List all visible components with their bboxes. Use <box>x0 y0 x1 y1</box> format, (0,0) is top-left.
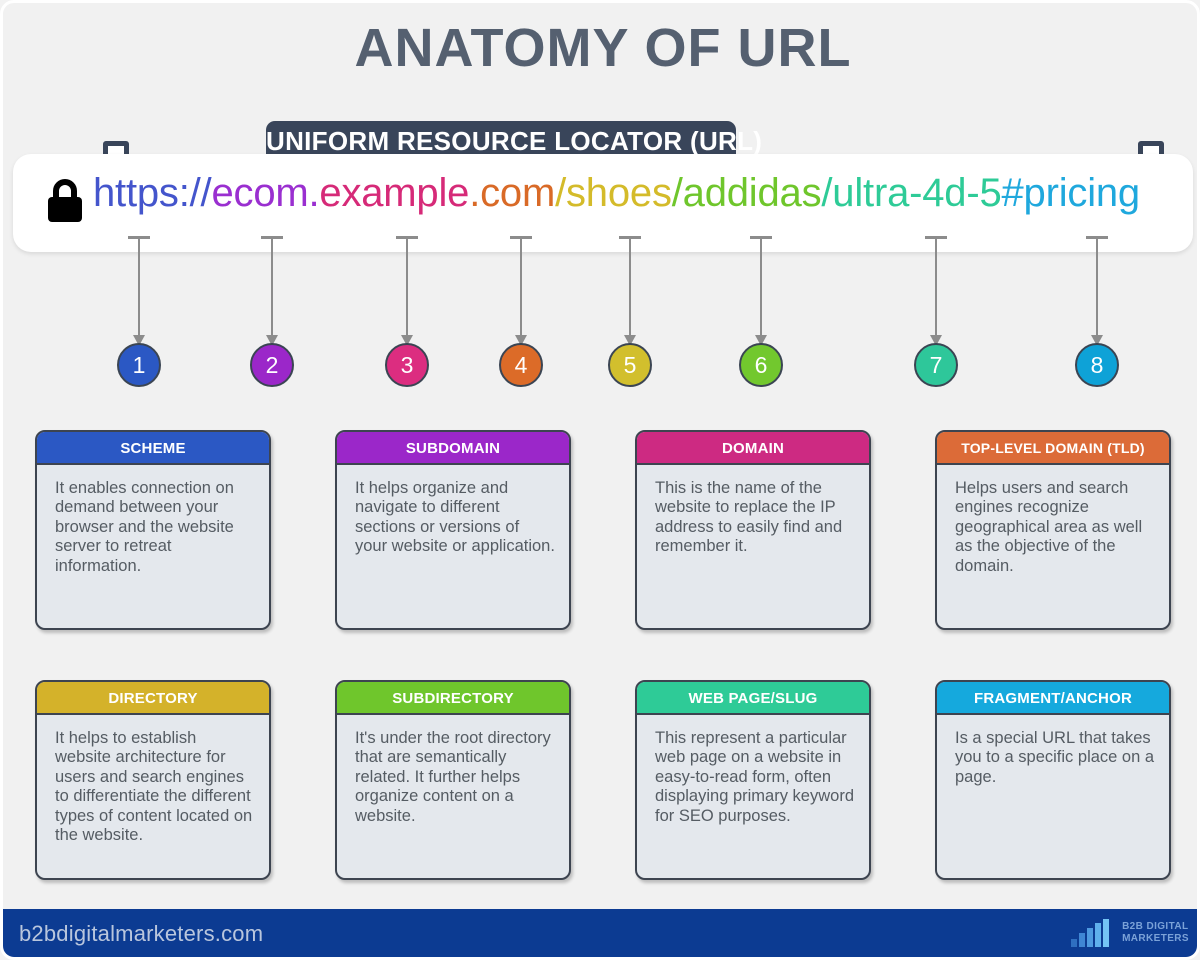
footer-bar: b2bdigitalmarketers.com B2B DIGITAL MARK… <box>3 909 1197 957</box>
card-domain[interactable]: DOMAIN This is the name of the website to… <box>635 430 871 630</box>
card-body: It's under the root directory that are s… <box>355 729 551 825</box>
card-directory[interactable]: DIRECTORY It helps to establish website a… <box>35 680 271 880</box>
card-body: Helps users and search engines recognize… <box>955 479 1143 575</box>
number-marker-7[interactable]: 7 <box>914 343 958 387</box>
connector-arrowhead-1 <box>133 335 145 346</box>
number-marker-6[interactable]: 6 <box>739 343 783 387</box>
number-marker-1[interactable]: 1 <box>117 343 161 387</box>
card-body: It enables connection on demand between … <box>55 479 234 575</box>
connector-arrowhead-8 <box>1091 335 1103 346</box>
card-body: This represent a particular web page on … <box>655 729 854 825</box>
footer-website-text: b2bdigitalmarketers.com <box>19 921 264 946</box>
brand-logo-line2: MARKETERS <box>1122 933 1189 944</box>
number-marker-2[interactable]: 2 <box>250 343 294 387</box>
number-marker-3[interactable]: 3 <box>385 343 429 387</box>
page-title: ANATOMY OF URL <box>354 18 852 78</box>
card-title: WEB PAGE/SLUG <box>637 682 869 715</box>
padlock-icon <box>48 179 82 222</box>
connector-line-2 <box>271 236 273 335</box>
url-bar-section: UNIFORM RESOURCE LOCATOR (URL) https://e… <box>13 121 1193 252</box>
connector-line-4 <box>520 236 522 335</box>
connector-line-8 <box>1096 236 1098 335</box>
card-title: DIRECTORY <box>37 682 269 715</box>
card-title: SCHEME <box>37 432 269 465</box>
card-title: DOMAIN <box>637 432 869 465</box>
card-scheme[interactable]: SCHEME It enables connection on demand be… <box>35 430 271 630</box>
url-text[interactable]: https://ecom.example.com/shoes/addidas/u… <box>93 171 1140 216</box>
bar-chart-logo-icon <box>1071 919 1110 947</box>
url-segment-4: /shoes <box>555 171 672 215</box>
connector-arrowhead-3 <box>401 335 413 346</box>
url-segment-2: example <box>319 171 470 215</box>
card-body: Is a special URL that takes you to a spe… <box>955 729 1155 786</box>
card-title: SUBDIRECTORY <box>337 682 569 715</box>
card-subdomain[interactable]: SUBDOMAIN It helps organize and navigate … <box>335 430 571 630</box>
connector-line-5 <box>629 236 631 335</box>
url-segment-0: https:// <box>93 171 212 215</box>
card-subdirectory[interactable]: SUBDIRECTORY It's under the root director… <box>335 680 571 880</box>
connector-line-3 <box>406 236 408 335</box>
connector-arrowhead-4 <box>515 335 527 346</box>
card-title: SUBDOMAIN <box>337 432 569 465</box>
card-body: It helps to establish website architectu… <box>55 729 253 845</box>
url-segment-7: #pricing <box>1001 171 1141 215</box>
connector-line-1 <box>138 236 140 335</box>
card-body: It helps organize and navigate to differ… <box>355 479 555 556</box>
connector-arrowhead-5 <box>624 335 636 346</box>
url-segment-1: ecom. <box>211 171 320 215</box>
connector-arrowhead-7 <box>930 335 942 346</box>
connector-arrowhead-6 <box>755 335 767 346</box>
connector-line-7 <box>935 236 937 335</box>
number-marker-8[interactable]: 8 <box>1075 343 1119 387</box>
card-web-page-slug[interactable]: WEB PAGE/SLUG This represent a particular… <box>635 680 871 880</box>
connector-arrowhead-2 <box>266 335 278 346</box>
brand-logo: B2B DIGITAL MARKETERS <box>1071 917 1189 949</box>
card-title: TOP-LEVEL DOMAIN (TLD) <box>937 432 1169 465</box>
card-title: FRAGMENT/ANCHOR <box>937 682 1169 715</box>
brand-logo-text: B2B DIGITAL MARKETERS <box>1122 921 1189 945</box>
number-marker-5[interactable]: 5 <box>608 343 652 387</box>
url-segment-3: .com <box>469 171 556 215</box>
url-card: https://ecom.example.com/shoes/addidas/u… <box>13 154 1193 252</box>
url-segment-5: /addidas <box>671 171 822 215</box>
card-top-level-domain-tld[interactable]: TOP-LEVEL DOMAIN (TLD) Helps users and se… <box>935 430 1171 630</box>
url-segment-6: /ultra-4d-5 <box>821 171 1002 215</box>
number-marker-4[interactable]: 4 <box>499 343 543 387</box>
brand-logo-line1: B2B DIGITAL <box>1122 921 1189 932</box>
card-fragment-anchor[interactable]: FRAGMENT/ANCHOR Is a special URL that tak… <box>935 680 1171 880</box>
connector-line-6 <box>760 236 762 335</box>
card-body: This is the name of the website to repla… <box>655 479 843 556</box>
